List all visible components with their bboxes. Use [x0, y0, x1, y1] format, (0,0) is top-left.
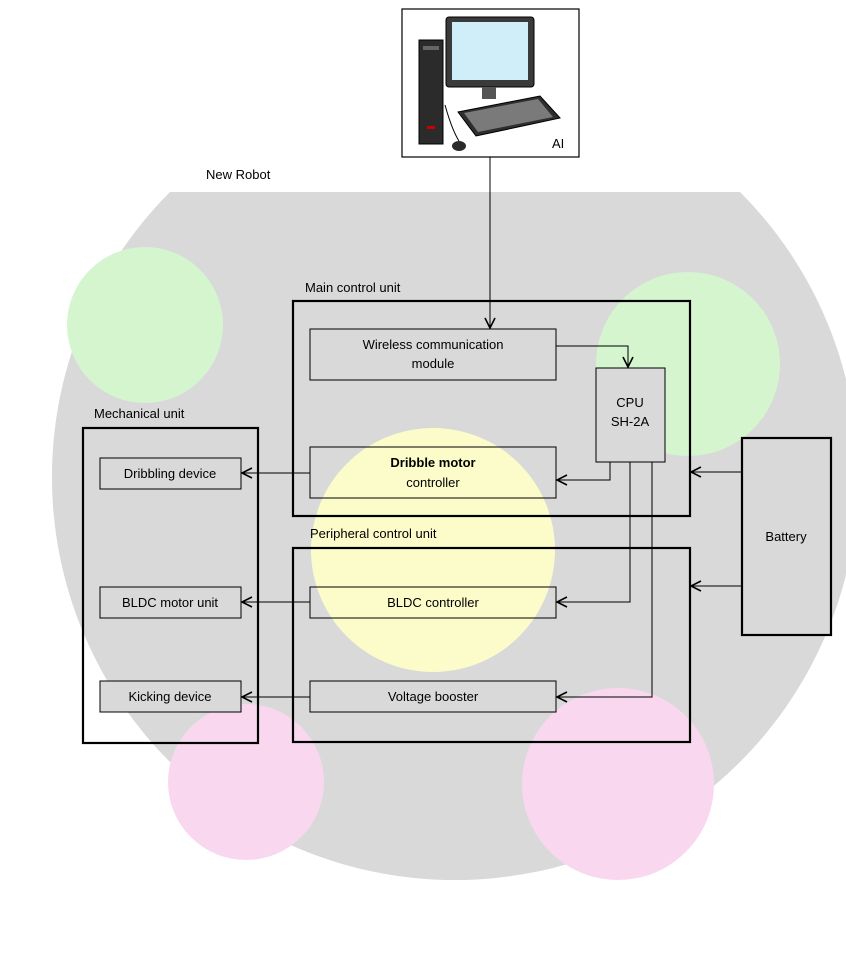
pink-wheel-left — [168, 704, 324, 860]
wireless-module-box — [309, 328, 557, 381]
main-unit-label: Main control unit — [305, 280, 401, 295]
wireless-label-line2: module — [412, 356, 455, 371]
arrow-cpu-to-booster — [557, 462, 653, 697]
bldc-controller-label: BLDC controller — [387, 595, 479, 610]
ai-label: AI — [552, 136, 564, 151]
arrow-cpu-to-bldc — [557, 462, 631, 602]
mechanical-unit-label: Mechanical unit — [94, 406, 185, 421]
computer-icon — [418, 16, 561, 151]
connectors — [242, 157, 742, 697]
dribble-label-line1: Dribble motor — [390, 455, 475, 470]
pink-wheel-right — [522, 688, 714, 880]
wireless-label-line1: Wireless communication — [363, 337, 504, 352]
voltage-booster-label: Voltage booster — [388, 689, 479, 704]
arrow-wireless-to-cpu — [556, 345, 628, 367]
green-wheel-left — [67, 247, 223, 403]
peripheral-control-unit-frame — [291, 546, 692, 744]
peripheral-unit-label: Peripheral control unit — [310, 526, 437, 541]
kicking-device-box — [99, 680, 242, 713]
battery-box — [740, 436, 833, 637]
cpu-label-line1: CPU — [616, 395, 643, 410]
cpu-label-line2: SH-2A — [611, 414, 650, 429]
dribbling-device-box — [99, 457, 242, 490]
kicking-device-label: Kicking device — [128, 689, 211, 704]
ai-terminal: AI — [401, 8, 580, 158]
battery-label: Battery — [765, 529, 807, 544]
cpu-box — [595, 367, 666, 463]
robot-label: New Robot — [206, 167, 271, 182]
bldc-motor-unit-box — [99, 586, 242, 619]
arrow-cpu-to-dribble — [557, 462, 611, 480]
main-control-unit-frame — [291, 299, 692, 518]
bldc-motor-unit-label: BLDC motor unit — [122, 595, 218, 610]
mechanical-unit-frame — [81, 426, 260, 745]
dribble-label-line2: controller — [406, 475, 460, 490]
yellow-wheel — [311, 428, 555, 672]
dribbling-device-label: Dribbling device — [124, 466, 217, 481]
